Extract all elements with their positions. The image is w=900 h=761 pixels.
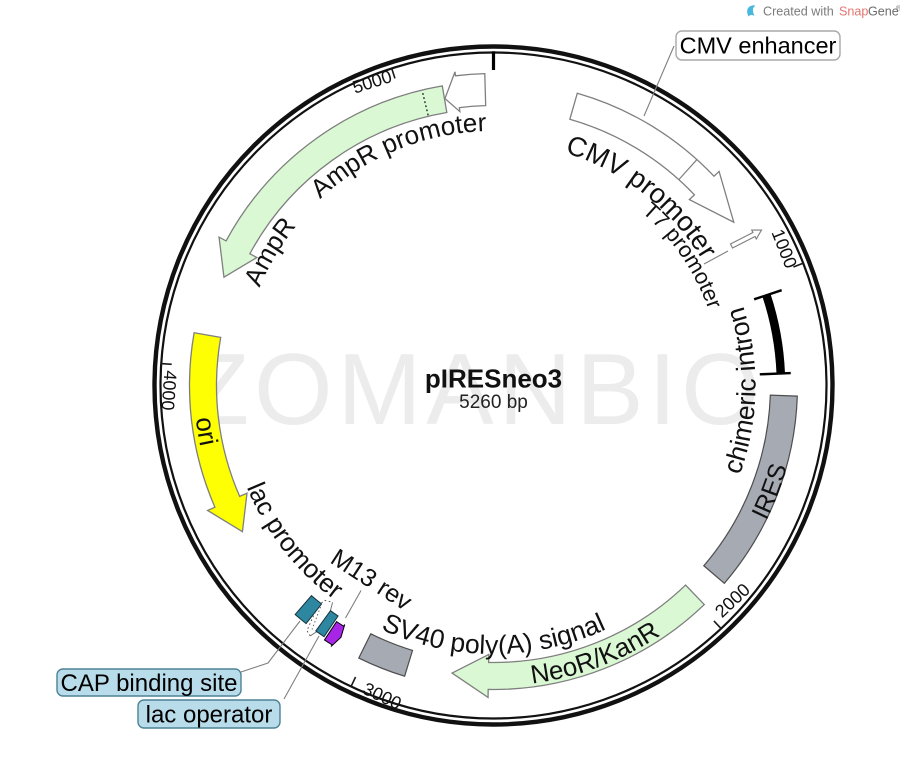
svg-text:Created with: Created with <box>763 5 834 19</box>
svg-text:5260 bp: 5260 bp <box>459 392 528 413</box>
svg-text:pIRESneo3: pIRESneo3 <box>425 364 562 394</box>
svg-text:ori: ori <box>190 415 224 448</box>
svg-text:Gene: Gene <box>868 5 899 19</box>
svg-text:CMV enhancer: CMV enhancer <box>680 33 837 59</box>
svg-text:CAP binding site: CAP binding site <box>61 670 238 697</box>
svg-text:Snap: Snap <box>839 5 868 19</box>
svg-text:ZOMANBIO: ZOMANBIO <box>188 334 765 446</box>
svg-text:4000: 4000 <box>158 370 181 411</box>
svg-text:®: ® <box>896 5 900 13</box>
svg-text:lac operator: lac operator <box>146 701 273 728</box>
